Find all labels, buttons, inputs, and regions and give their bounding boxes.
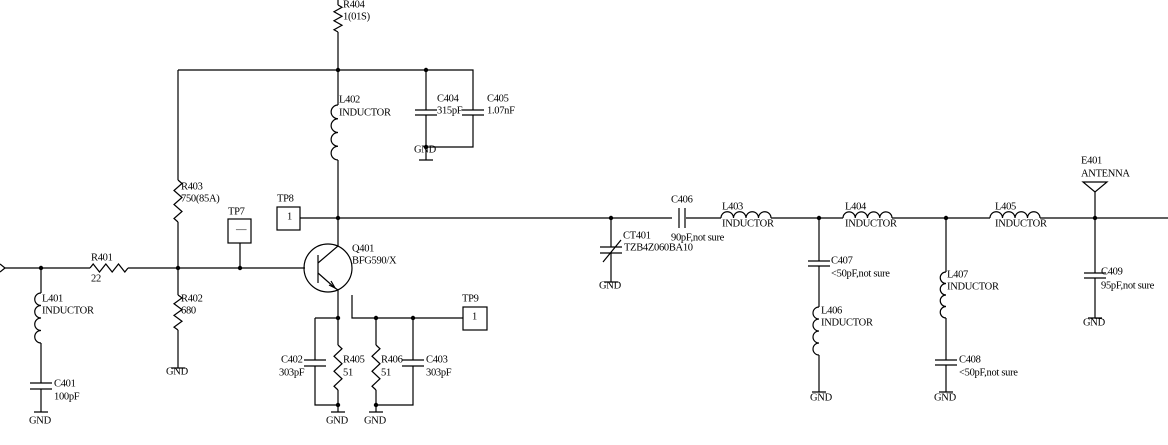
resistor-r404 [332,4,344,33]
label-r403-value: 750(85A) [181,193,220,204]
inductor-l404 [842,211,893,219]
label-c404-value: 315pF [437,105,463,116]
gnd-label: GND [810,392,833,403]
inductor-l405 [989,211,1041,219]
label-e401-value: ANTENNA [1081,168,1130,179]
resistor-r403 [173,179,183,223]
label-r404-value: 1(01S) [343,11,371,22]
gnd-label: GND [1083,317,1106,328]
inductor-l401 [34,292,42,344]
label-r405-value: 51 [343,367,353,378]
label-c404-ref: C404 [437,93,460,104]
gnd-label: GND [414,144,437,155]
label-tp9: TP9 [462,293,479,304]
label-q401-ref: Q401 [352,243,374,254]
label-c409-ref: C409 [1101,266,1123,277]
label-l404-ref: L404 [845,201,867,212]
gnd-label: GND [166,366,189,377]
label-c401-ref: C401 [54,378,76,389]
label-c402-value: 303pF [279,367,305,378]
label-l406-ref: L406 [821,305,842,316]
label-c406-value: 90pF,not sure [671,232,725,243]
label-ct401-ref: CT401 [623,230,651,241]
label-l402-value: INDUCTOR [339,107,391,118]
label-c403-value: 303pF [426,367,452,378]
label-c402-ref: C402 [281,354,303,365]
label-c403-ref: C403 [426,354,448,365]
resistor-r401 [89,263,129,273]
label-c407-ref: C407 [831,255,853,266]
label-l403-ref: L403 [722,201,743,212]
label-r404-ref: R404 [343,0,366,10]
label-c407-value: <50pF,not sure [831,268,890,279]
label-r402-value: 680 [181,305,196,316]
labels: R404 1(01S) L402 INDUCTOR C404 315pF C40… [29,0,1155,426]
label-tp7: TP7 [228,206,245,217]
label-l407-value: INDUCTOR [947,281,999,292]
label-c409-value: 95pF,not sure [1101,280,1155,291]
label-ct401-value: TZB4Z060BA10 [624,242,693,253]
label-c406-ref: C406 [671,194,693,205]
label-q401-value: BFG590/X [352,255,397,266]
label-c401-value: 100pF [54,391,80,402]
label-r401-value: 22 [91,273,101,284]
inductor-l407 [939,271,947,319]
label-l401-ref: L401 [42,293,63,304]
inductor-l402 [330,104,339,161]
label-r403-ref: R403 [181,181,203,192]
resistor-r405 [333,344,343,391]
label-l403-value: INDUCTOR [722,218,774,229]
label-l401-value: INDUCTOR [42,305,94,316]
label-tp8: TP8 [277,193,294,204]
test-point-tp9[interactable] [462,306,488,331]
label-l405-ref: L405 [995,201,1016,212]
antenna-icon [1081,181,1109,193]
resistor-r402 [172,294,184,331]
label-l406-value: INDUCTOR [821,317,873,328]
tp8-pin: 1 [287,211,292,222]
wires [5,0,1168,412]
label-l407-ref: L407 [947,269,968,280]
tp9-pin: 1 [472,311,477,322]
label-c405-ref: C405 [487,93,509,104]
gnd-label: GND [599,280,622,291]
ground-symbols [34,159,1102,413]
label-r402-ref: R402 [181,293,203,304]
gnd-label: GND [326,415,349,426]
input-port-icon [0,263,6,273]
gnd-label: GND [29,415,52,426]
label-r401-ref: R401 [91,252,113,263]
capacitor-symbols [30,109,1106,390]
junctions [38,67,1098,408]
tp7-pin: — [235,224,247,235]
label-r406-value: 51 [381,367,391,378]
label-c405-value: 1.07nF [487,105,515,116]
transistor-q401 [303,243,353,293]
label-r405-ref: R405 [343,354,365,365]
inductor-l403 [720,211,772,219]
gnd-label: GND [364,415,387,426]
label-l405-value: INDUCTOR [995,218,1047,229]
label-c408-value: <50pF,not sure [959,367,1018,378]
label-e401-ref: E401 [1081,155,1102,166]
test-point-tp7[interactable] [227,218,252,244]
label-l404-value: INDUCTOR [845,218,897,229]
gnd-label: GND [934,392,957,403]
inductor-l406 [812,306,820,356]
test-point-tp8[interactable] [276,206,301,231]
resistor-r406 [371,344,381,391]
label-l402-ref: L402 [339,94,360,105]
label-r406-ref: R406 [381,354,403,365]
label-c408-ref: C408 [959,354,981,365]
